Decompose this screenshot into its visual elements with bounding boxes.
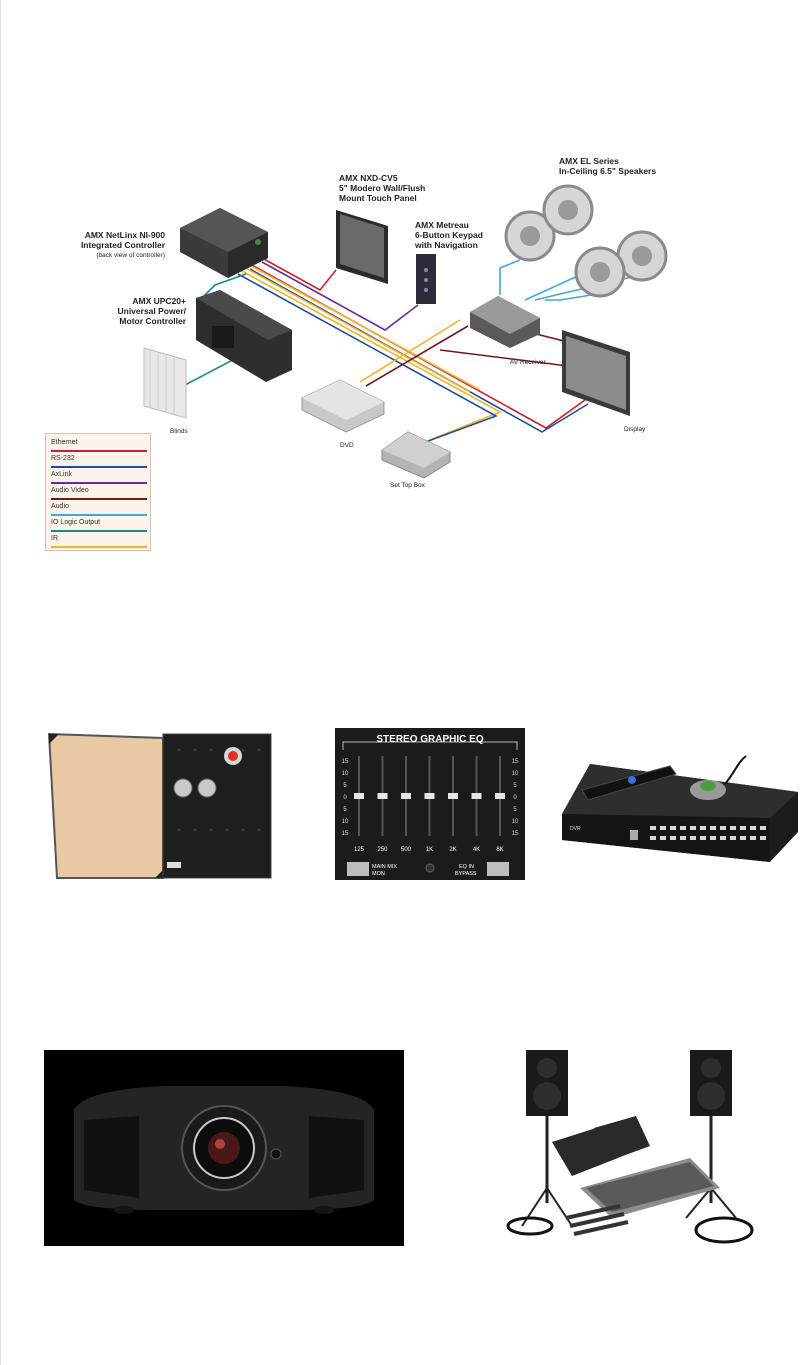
eq-scale-tick: 15 (512, 831, 519, 837)
av-receiver-device (470, 296, 540, 348)
eq-scale-tick: 0 (513, 795, 517, 801)
legend-label: IR (51, 535, 58, 542)
mon-label: MON (372, 871, 385, 877)
acoustic-panel-photo (45, 730, 275, 882)
eq-band-label: 1K (426, 847, 433, 853)
eq-scale-tick: 5 (513, 807, 517, 813)
legend-swatch (51, 466, 147, 468)
netlinx-note: (back view of controller) (96, 252, 165, 259)
upc-controller-device (196, 290, 292, 382)
av-receiver-label: AV Receiver (510, 359, 546, 366)
legend-label: Audio Video (51, 487, 89, 494)
legend-item: IO Logic Output (51, 519, 147, 534)
main-mix-label: MAIN MIX (372, 864, 397, 870)
display-device (562, 330, 630, 416)
eq-slider-knob[interactable] (401, 793, 411, 799)
blinds-label: Blinds (170, 428, 188, 435)
touch-panel-device (336, 210, 388, 284)
legend-swatch (51, 498, 147, 500)
legend-label: Ethernet (51, 439, 78, 446)
nxd-label-line1: AMX NXD-CV5 (339, 173, 398, 183)
metreau-label-line2: 6-Button Keypad (415, 230, 483, 240)
eq-band-label: 4K (473, 847, 480, 853)
cable-legend: Ethernet RS-232 AxLink Audio Video Audio… (45, 433, 151, 551)
keypad-device (416, 254, 436, 304)
eq-scale-tick: 10 (512, 819, 519, 825)
speakers-label-line1: AMX EL Series (559, 156, 619, 166)
upc-label-line2: Universal Power/ (117, 306, 186, 316)
legend-label: AxLink (51, 471, 73, 478)
eq-title: STEREO GRAPHIC EQ (376, 734, 483, 745)
set-top-box-label: Set Top Box (390, 482, 426, 489)
eq-scale-right: 15 10 5 0 5 10 15 (512, 759, 519, 837)
eq-band-label: 250 (377, 847, 388, 853)
eq-band-labels: 125 250 500 1K 2K 4K 8K (354, 847, 504, 853)
eq-scale-tick: 10 (342, 771, 349, 777)
eq-scale-tick: 10 (342, 819, 349, 825)
eq-slider-knob[interactable] (354, 793, 364, 799)
eq-slider-knob[interactable] (471, 793, 482, 799)
legend-swatch (51, 546, 147, 548)
netlinx-label-line1: AMX NetLinx NI-900 (85, 230, 166, 240)
eq-in-label: EQ IN (459, 864, 474, 870)
dvr-photo: DVR (560, 752, 800, 864)
netlinx-label-line2: Integrated Controller (81, 240, 166, 250)
eq-band-label: 500 (401, 847, 412, 853)
legend-label: Audio (51, 503, 69, 510)
eq-scale-tick: 15 (342, 831, 349, 837)
legend-item: AxLink (51, 471, 147, 486)
pa-system-photo (500, 1048, 772, 1248)
netlinx-controller-device (180, 208, 268, 278)
set-top-box-device (381, 431, 451, 479)
eq-center-knob (425, 863, 435, 873)
legend-label: RS-232 (51, 455, 75, 462)
dvr-brand: DVR (570, 826, 581, 832)
legend-swatch (51, 530, 147, 532)
eq-scale-tick: 15 (342, 759, 349, 765)
metreau-label-line3: with Navigation (414, 240, 478, 250)
legend-swatch (51, 450, 147, 452)
blinds-device (143, 347, 187, 419)
eq-scale-left: 15 10 5 0 5 10 15 (342, 759, 349, 837)
eq-band-label: 2K (449, 847, 456, 853)
page-left-border (0, 0, 1, 1365)
eq-slider-knob[interactable] (495, 793, 505, 799)
upc-label-line3: Motor Controller (119, 316, 186, 326)
dvd-label: DVD (340, 442, 354, 449)
metreau-label-line1: AMX Metreau (415, 220, 469, 230)
eq-sliders (354, 756, 505, 836)
nxd-label-line2: 5" Modero Wall/Flush (339, 183, 425, 193)
ceiling-speakers-device (504, 184, 668, 298)
dvd-device (301, 379, 385, 433)
eq-slider-knob[interactable] (448, 793, 458, 799)
bypass-label: BYPASS (455, 871, 477, 877)
eq-scale-tick: 15 (512, 759, 519, 765)
eq-in-bypass-button (487, 862, 509, 876)
legend-item: Audio (51, 503, 147, 518)
eq-scale-tick: 10 (512, 771, 519, 777)
eq-scale-tick: 0 (343, 795, 347, 801)
eq-slider-knob[interactable] (424, 793, 435, 799)
legend-swatch (51, 482, 147, 484)
legend-item: Audio Video (51, 487, 147, 502)
legend-label: IO Logic Output (51, 519, 101, 526)
main-mix-button (347, 862, 369, 876)
eq-scale-tick: 5 (513, 783, 517, 789)
eq-band-label: 8K (496, 847, 503, 853)
eq-scale-tick: 5 (343, 783, 347, 789)
upc-label-line1: AMX UPC20+ (132, 296, 186, 306)
legend-swatch (51, 514, 147, 516)
legend-item: Ethernet (51, 439, 147, 454)
eq-band-label: 125 (354, 847, 365, 853)
speakers-label-line2: In-Ceiling 6.5" Speakers (559, 166, 656, 176)
display-label: Display (624, 426, 646, 433)
legend-item: RS-232 (51, 455, 147, 470)
eq-slider-knob[interactable] (377, 793, 388, 799)
eq-scale-tick: 5 (343, 807, 347, 813)
projector-photo (44, 1050, 404, 1246)
nxd-label-line3: Mount Touch Panel (339, 193, 417, 203)
legend-item: IR (51, 535, 147, 550)
system-wiring-diagram: AMX NetLinx NI-900 Integrated Controller… (81, 156, 668, 489)
